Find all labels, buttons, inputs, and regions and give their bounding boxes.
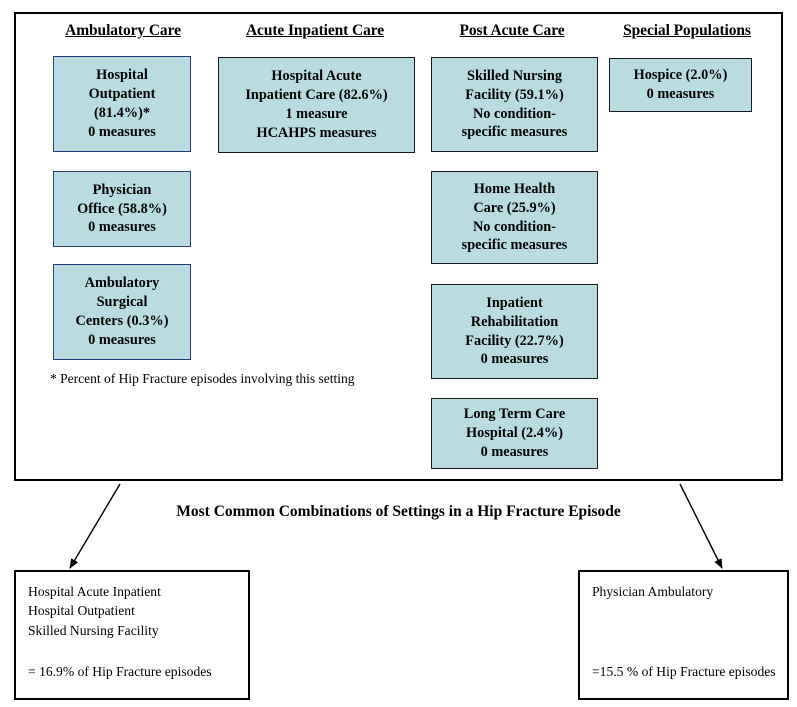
combo-line: Hospital Acute Inpatient [28,584,161,599]
combo-line: Hospital Outpatient [28,603,135,619]
setting-box-ambulatory-surgical-centers[interactable]: Ambulatory Surgical Centers (0.3%) 0 mea… [53,264,191,360]
setting-box-hospital-outpatient[interactable]: Hospital Outpatient (81.4%)* 0 measures [53,56,191,152]
combo-line: Skilled Nursing Facility [28,622,159,638]
box-line: 0 measures [88,123,156,140]
arrow-left [69,483,121,569]
box-line: specific measures [461,237,568,254]
combination-box-right[interactable]: Physician Ambulatory =15.5 % of Hip Frac… [578,570,789,700]
box-line: Facility (59.1%) [465,86,564,103]
setting-box-skilled-nursing-facility[interactable]: Skilled Nursing Facility (59.1%) No cond… [431,57,598,152]
box-line: No condition- [472,218,556,235]
combo-line: Physician Ambulatory [592,584,714,599]
box-line: Hospice (2.0%) [633,67,728,84]
combo-total: =15.5 % of Hip Fracture episodes [592,664,776,679]
box-line: 0 measures [480,443,549,460]
box-line: 1 measure [285,106,348,122]
box-line: No condition- [472,105,556,122]
box-line: Facility (22.7%) [465,332,564,349]
box-line: HCAHPS measures [256,124,377,141]
box-line: 0 measures [480,351,549,368]
combination-box-left[interactable]: Hospital Acute Inpatient Hospital Outpat… [14,570,250,700]
setting-box-hospital-acute-inpatient[interactable]: Hospital Acute Inpatient Care (82.6%) 1 … [218,57,415,153]
box-line: specific measures [461,124,568,141]
box-line: Inpatient [486,294,543,311]
arrow-right [679,483,723,569]
combo-total: = 16.9% of Hip Fracture episodes [28,664,212,679]
setting-box-long-term-care-hospital[interactable]: Long Term Care Hospital (2.4%) 0 measure… [431,398,598,469]
box-line: 0 measures [88,331,156,348]
column-header-ambulatory-care: Ambulatory Care [65,22,181,39]
column-header-special-populations: Special Populations [623,22,751,39]
setting-box-home-health-care[interactable]: Home Health Care (25.9%) No condition- s… [431,171,598,264]
combinations-title: Most Common Combinations of Settings in … [176,503,621,520]
box-line: Hospital (2.4%) [466,425,563,442]
box-line: Care (25.9%) [473,199,556,216]
column-header-post-acute-care: Post Acute Care [459,22,565,39]
care-settings-container: Ambulatory Care Acute Inpatient Care Pos… [14,12,783,481]
column-header-acute-inpatient-care: Acute Inpatient Care [245,22,385,39]
box-line: Rehabilitation [470,313,559,330]
box-line: Outpatient [88,86,156,103]
setting-box-hospice[interactable]: Hospice (2.0%) 0 measures [609,58,752,112]
box-line: 0 measures [646,86,715,102]
box-line: Inpatient Care (82.6%) [245,87,388,104]
setting-box-inpatient-rehabilitation-facility[interactable]: Inpatient Rehabilitation Facility (22.7%… [431,284,598,379]
box-line: Hospital [96,67,148,84]
box-line: (81.4%)* [94,105,150,121]
box-line: Skilled Nursing [467,67,562,84]
box-line: Centers (0.3%) [75,313,169,329]
box-line: Physician [92,181,152,198]
box-line: Hospital Acute [271,68,362,85]
setting-box-physician-office[interactable]: Physician Office (58.8%) 0 measures [53,171,191,247]
footnote-text: * Percent of Hip Fracture episodes invol… [50,371,355,386]
box-line: Long Term Care [463,406,566,423]
box-line: Surgical [96,294,148,311]
box-line: 0 measures [88,219,156,236]
box-line: Office (58.8%) [77,200,167,217]
box-line: Home Health [473,180,556,197]
box-line: Ambulatory [84,275,160,292]
